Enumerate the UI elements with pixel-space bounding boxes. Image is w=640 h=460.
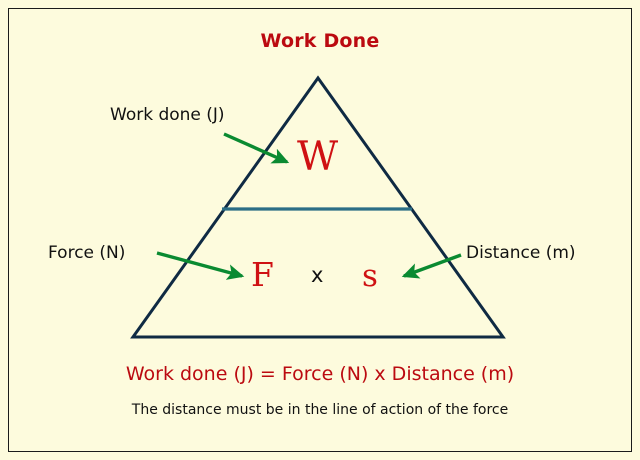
symbol-multiply: x — [311, 263, 324, 287]
force-label: Force (N) — [48, 243, 126, 263]
symbol-force: F — [251, 255, 274, 294]
work-done-label: Work done (J) — [110, 105, 225, 125]
symbol-distance: s — [362, 258, 378, 294]
work-done-arrow — [223, 132, 290, 164]
page-title: Work Done — [260, 30, 380, 52]
formula-text: Work done (J) = Force (N) x Distance (m) — [125, 363, 515, 385]
distance-arrow — [401, 253, 462, 279]
caption-text: The distance must be in the line of acti… — [131, 402, 509, 418]
symbol-work-done: W — [297, 134, 339, 180]
distance-label: Distance (m) — [466, 243, 576, 263]
force-arrow — [156, 251, 245, 280]
